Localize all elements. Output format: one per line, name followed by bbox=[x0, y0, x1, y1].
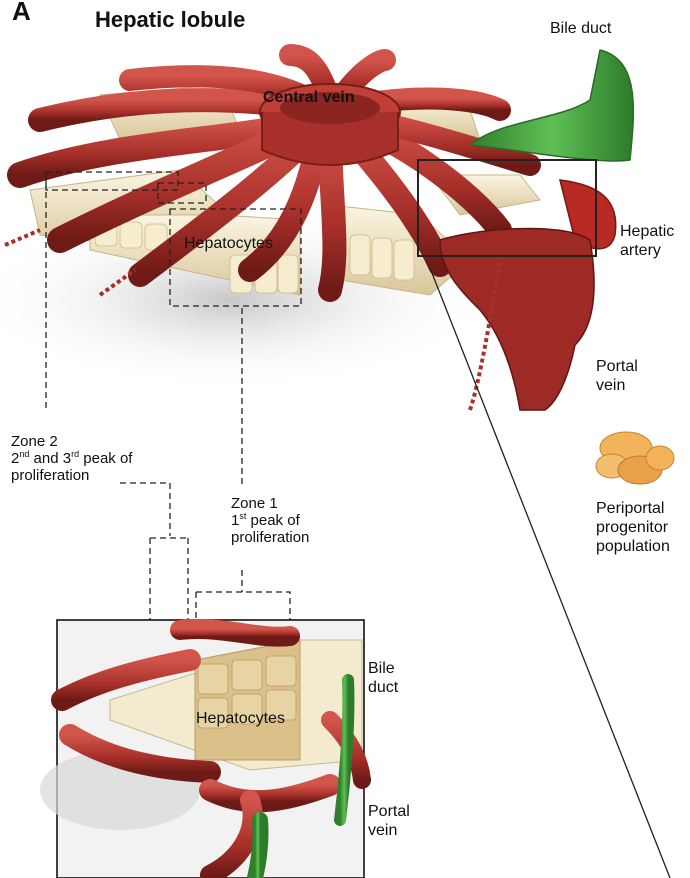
zone1-label: Zone 1 1st peak of proliferation bbox=[231, 495, 309, 546]
portal-vein-label-top: Portal vein bbox=[596, 357, 638, 395]
inset-panel bbox=[40, 620, 364, 878]
hepatocytes-label-bottom: Hepatocytes bbox=[196, 709, 285, 728]
bile-duct-label-top: Bile duct bbox=[550, 19, 611, 38]
bile-duct-label-bottom: Bile duct bbox=[368, 659, 398, 697]
portal-vein-label-bottom: Portal vein bbox=[368, 802, 410, 840]
figure-title: Hepatic lobule bbox=[95, 10, 245, 29]
periportal-progenitor-label: Periportal progenitor population bbox=[596, 499, 670, 556]
hepatic-artery-label: Hepatic artery bbox=[620, 222, 674, 260]
progenitor-cells-icon bbox=[596, 432, 674, 484]
central-vein-label: Central vein bbox=[263, 88, 355, 107]
hepatocytes-label-top: Hepatocytes bbox=[184, 234, 273, 253]
panel-letter: A bbox=[12, 2, 31, 21]
zone2-label: Zone 2 2nd and 3rd peak of proliferation bbox=[11, 433, 132, 484]
